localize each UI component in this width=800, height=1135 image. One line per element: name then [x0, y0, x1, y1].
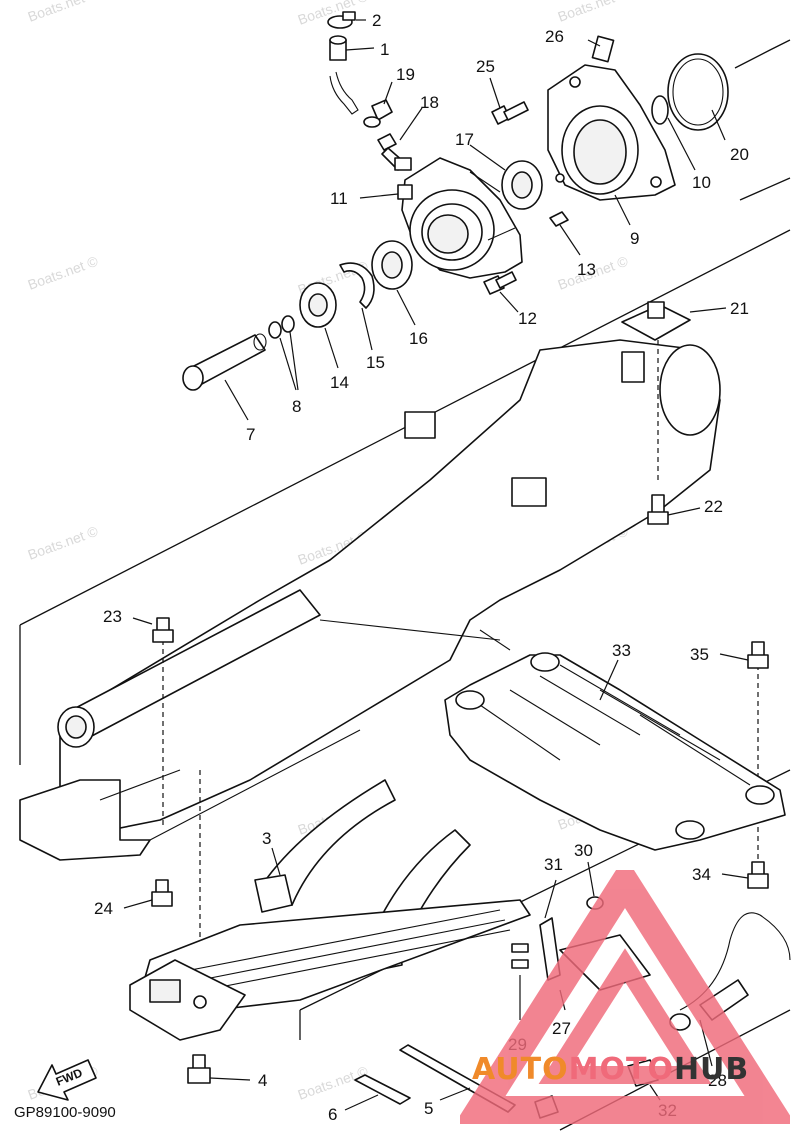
bolt-34-part [747, 861, 769, 889]
callout-11: 11 [330, 189, 348, 208]
plate-26-part [591, 35, 615, 63]
bolt-23-part [152, 617, 174, 643]
intake-grate-33-part [444, 652, 786, 851]
watermark: Boats.net © [26, 0, 101, 25]
callout-2: 2 [372, 11, 381, 30]
bearing-housing-part [397, 157, 523, 279]
plate-21-part [621, 301, 691, 341]
leader-lines [123, 19, 749, 1111]
hull-boss [404, 411, 436, 439]
callout-22: 22 [704, 497, 723, 516]
hose-clamp-part [327, 11, 356, 29]
forward-direction-arrow: FWD [37, 1059, 97, 1101]
bolt-35-part [747, 641, 769, 669]
callout-7: 7 [246, 425, 255, 444]
hose-part [329, 35, 359, 115]
callout-16: 16 [409, 329, 428, 348]
dowel-pin-part [549, 211, 569, 227]
callout-20: 20 [730, 145, 749, 164]
callout-26: 26 [545, 27, 564, 46]
callout-14: 14 [330, 373, 349, 392]
intake-cover-3-part [129, 779, 531, 1041]
automotohub-logo [460, 870, 790, 1124]
callout-1: 1 [380, 40, 389, 59]
callout-13: 13 [577, 260, 596, 279]
callout-9: 9 [630, 229, 639, 248]
callout-8: 8 [292, 397, 301, 416]
tape-strip-6-part [354, 1074, 411, 1105]
watermark: Boats.net © [556, 0, 631, 25]
watermark: Boats.net © [26, 252, 101, 292]
cable-part [679, 912, 791, 1011]
logo-word-hub: HUB [673, 1052, 750, 1087]
hull-section [19, 339, 721, 861]
callout-23: 23 [103, 607, 122, 626]
o-rings-8-part [268, 315, 295, 339]
bearing-housing-assembly [182, 11, 729, 391]
callout-10: 10 [692, 173, 711, 192]
callout-27: 27 [552, 1019, 571, 1038]
oil-seal-14-part [299, 282, 337, 328]
hull-boss [511, 477, 547, 507]
bolt-4-part [187, 1054, 211, 1084]
callout-24: 24 [94, 899, 113, 918]
logo-word-auto: AUTO [472, 1052, 569, 1087]
diagram-code: GP89100-9090 [14, 1104, 116, 1121]
logo-wordmark: AUTOMOTOHUB [472, 1052, 749, 1087]
bolt-12-part [483, 271, 517, 295]
watermark: Boats.net © [26, 522, 101, 562]
callout-25: 25 [476, 57, 495, 76]
callout-6: 6 [328, 1105, 337, 1124]
bearing-16-part [371, 240, 413, 290]
bolt-24-part [151, 879, 173, 907]
cover-housing-part [547, 64, 676, 201]
logo-word-moto: MOTO [568, 1052, 674, 1087]
drive-shaft-7-part [182, 333, 267, 391]
callout-30: 30 [574, 841, 593, 860]
bolt-25-part [491, 101, 529, 125]
callout-17: 17 [455, 130, 474, 149]
bearing-17-part [501, 160, 543, 210]
circlip-15-part [339, 262, 375, 309]
o-ring-10-part [651, 95, 669, 125]
callout-15: 15 [366, 353, 385, 372]
callout-34: 34 [692, 865, 711, 884]
callout-12: 12 [518, 309, 537, 328]
callout-3: 3 [262, 829, 271, 848]
callout-28: 28 [708, 1071, 727, 1090]
bolt-22-part [647, 494, 669, 525]
nipple-fitting-part [363, 99, 393, 128]
callout-21: 21 [730, 299, 749, 318]
callout-4: 4 [258, 1071, 267, 1090]
callout-33: 33 [612, 641, 631, 660]
callout-31: 31 [544, 855, 563, 874]
callout-18: 18 [420, 93, 439, 112]
callout-5: 5 [424, 1099, 433, 1118]
housing-bolt-part [377, 133, 412, 171]
callout-19: 19 [396, 65, 415, 84]
o-ring-20-part [667, 53, 729, 131]
callout-35: 35 [690, 645, 709, 664]
screws-29-part [511, 943, 529, 969]
